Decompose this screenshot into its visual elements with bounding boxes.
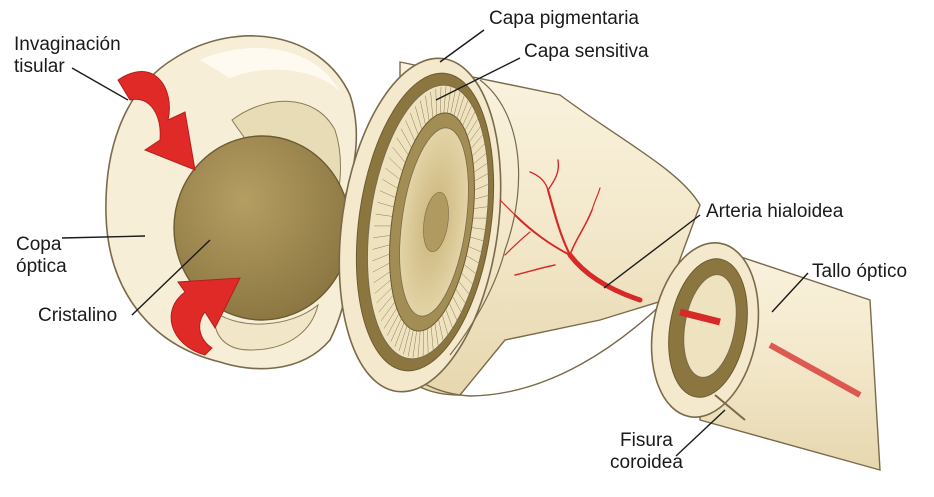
label-tallo-optico: Tallo óptico <box>812 261 907 283</box>
optic-cup-section-group <box>319 48 700 402</box>
label-fisura-coroidea: Fisura coroidea <box>610 430 683 474</box>
label-invaginacion-line2: tisular <box>14 56 121 78</box>
label-cristalino: Cristalino <box>38 305 117 327</box>
label-capa-pigmentaria: Capa pigmentaria <box>489 8 639 30</box>
label-capa-sensitiva: Capa sensitiva <box>524 41 649 63</box>
label-invaginacion: Invaginación tisular <box>14 34 121 78</box>
leader-pigmentaria <box>440 30 484 62</box>
label-invaginacion-line1: Invaginación <box>14 34 121 56</box>
label-copa-line2: óptica <box>16 256 67 278</box>
label-fisura-line2: coroidea <box>610 452 683 474</box>
label-copa-line1: Copa <box>16 234 67 256</box>
label-arteria-hialoidea: Arteria hialoidea <box>706 201 843 223</box>
label-fisura-line1: Fisura <box>610 430 683 452</box>
label-copa: Copa óptica <box>16 234 67 278</box>
